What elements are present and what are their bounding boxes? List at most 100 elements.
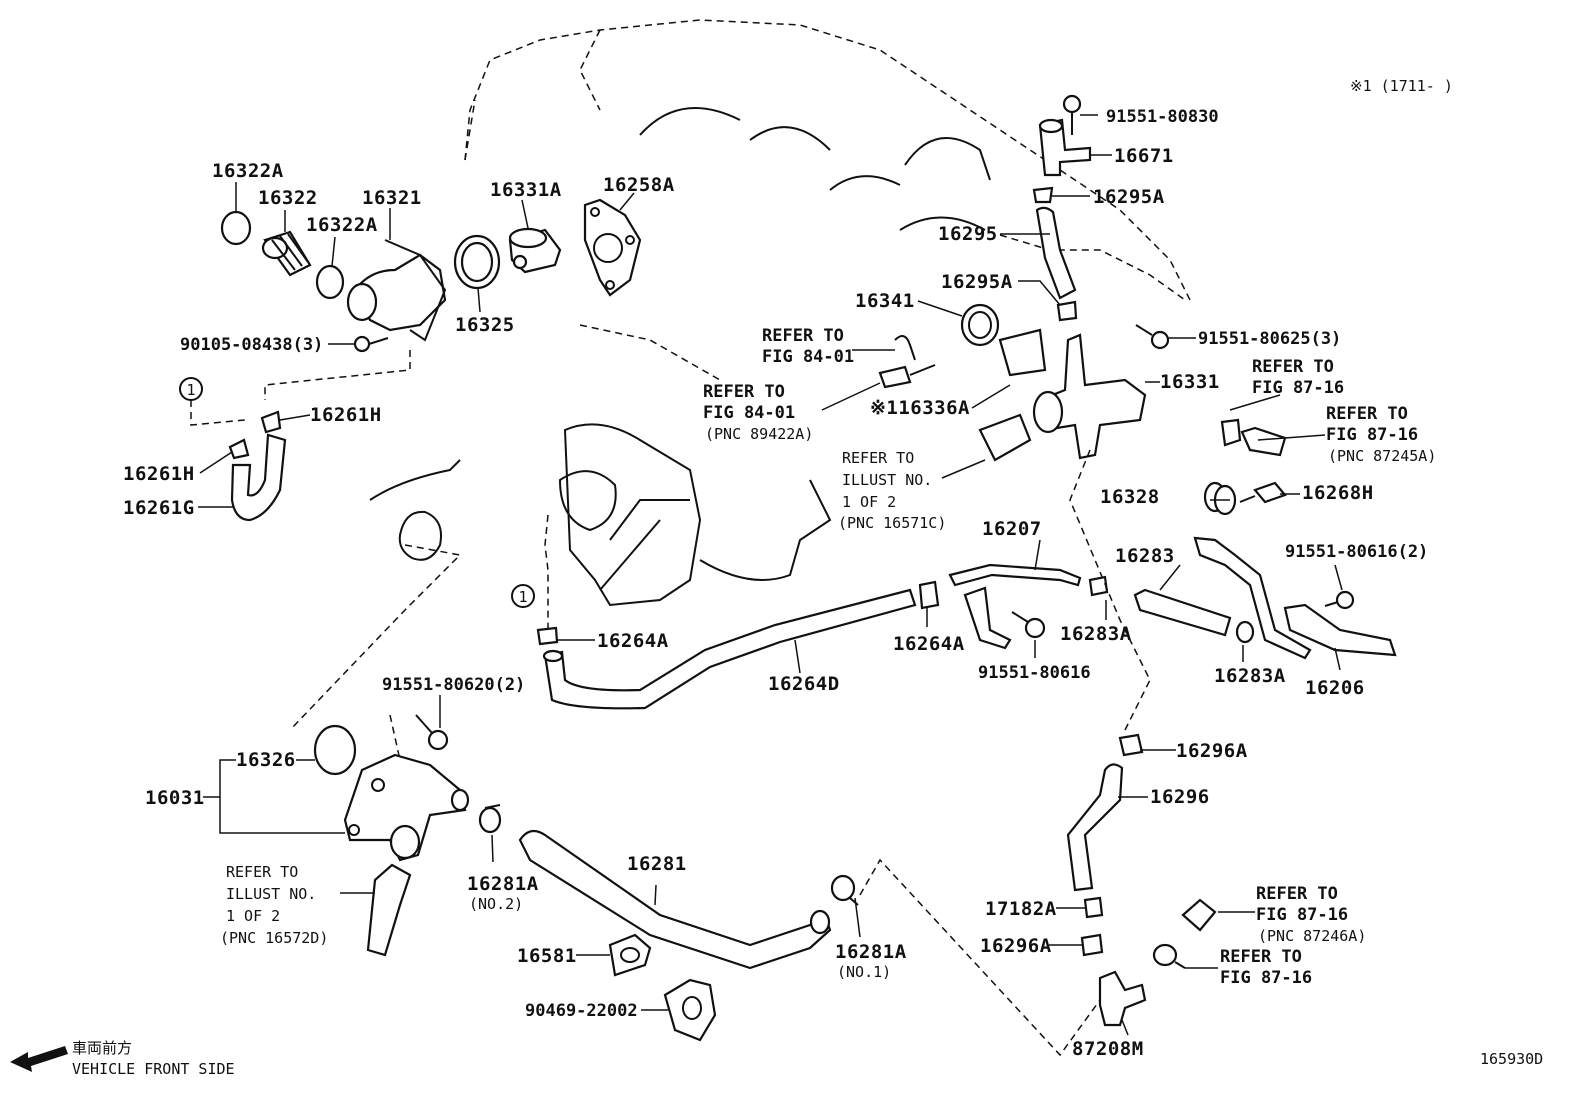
svg-text:(PNC 16572D): (PNC 16572D) <box>220 929 328 947</box>
label-16322: 16322 <box>258 187 318 209</box>
ref-fig-87-16-87246A: REFER TO FIG 87-16 (PNC 87246A) <box>1256 884 1366 945</box>
label-91551-80830: 91551-80830 <box>1106 107 1219 127</box>
clip-16281A-b <box>830 874 859 906</box>
label-16326: 16326 <box>236 749 296 771</box>
bracket-16206 <box>1283 603 1397 657</box>
clamp-refer <box>1220 418 1242 447</box>
label-16295A-b: 16295A <box>941 271 1013 293</box>
thermostat-group <box>220 198 642 353</box>
bracket-16207 <box>963 586 1012 650</box>
hose-16264D <box>543 588 917 710</box>
hose-16281-group <box>518 829 1101 1057</box>
label-87208M: 87208M <box>1072 1038 1144 1060</box>
label-16207: 16207 <box>982 518 1042 540</box>
label-16322A-b: 16322A <box>306 214 378 236</box>
inlet-housing-16031 <box>343 753 470 862</box>
label-16295: 16295 <box>938 223 998 245</box>
svg-text:(PNC 89422A): (PNC 89422A) <box>705 425 813 443</box>
label-16206: 16206 <box>1305 677 1365 699</box>
svg-text:FIG 87-16: FIG 87-16 <box>1220 968 1312 988</box>
hose-16261G-group: 1 <box>179 350 411 522</box>
connector-marker-b-label: 1 <box>518 588 527 606</box>
svg-text:REFER TO: REFER TO <box>1256 884 1338 904</box>
svg-text:REFER TO: REFER TO <box>226 863 298 881</box>
bolt-16268H <box>1239 481 1287 504</box>
clamp-16328 <box>1203 481 1237 516</box>
svg-text:FIG 87-16: FIG 87-16 <box>1252 378 1344 398</box>
label-16296A-a: 16296A <box>1176 740 1248 762</box>
label-91551-80616-2: 91551-80616(2) <box>1285 542 1428 562</box>
clip-16295A-a <box>1032 186 1054 204</box>
label-16328: 16328 <box>1100 486 1160 508</box>
label-16031: 16031 <box>145 787 205 809</box>
svg-text:(PNC 87245A): (PNC 87245A) <box>1328 447 1436 465</box>
svg-text:(PNC 87246A): (PNC 87246A) <box>1258 927 1366 945</box>
connector-marker-a-label: 1 <box>186 381 195 399</box>
label-91551-80620: 91551-80620(2) <box>382 675 525 695</box>
label-16581: 16581 <box>517 945 577 967</box>
svg-text:ILLUST NO.: ILLUST NO. <box>842 471 932 489</box>
label-16281: 16281 <box>627 853 687 875</box>
svg-text:REFER TO: REFER TO <box>762 326 844 346</box>
water-outlet-16331 <box>998 328 1147 460</box>
hose-16295 <box>1035 206 1077 300</box>
label-16261G: 16261G <box>123 497 195 519</box>
hose-16296 <box>1066 763 1124 892</box>
label-90469-22002: 90469-22002 <box>525 1001 638 1021</box>
clip-16295A-b <box>1056 300 1078 322</box>
ref-fig-84-01-b: REFER TO FIG 84-01 (PNC 89422A) <box>703 382 813 443</box>
o-ring-16322A-a <box>220 210 252 246</box>
gasket-16258A <box>583 198 642 297</box>
pipe-16322 <box>261 230 312 277</box>
hose-16264D-group: 1 <box>511 514 940 710</box>
label-16264A-a: 16264A <box>597 630 669 652</box>
svg-text:1 OF 2: 1 OF 2 <box>842 493 896 511</box>
label-16261H-a: 16261H <box>310 404 382 426</box>
label-16295A-a: 16295A <box>1093 186 1165 208</box>
clamp-90469 <box>663 978 717 1042</box>
water-inlet-group <box>313 714 502 957</box>
hose-stub-right <box>978 413 1032 462</box>
pipe-16671 <box>1038 118 1092 177</box>
clip-16264A-a <box>536 626 559 646</box>
water-inlet-16321 <box>346 239 447 342</box>
label-16341: 16341 <box>855 290 915 312</box>
hose-stub-left <box>366 863 412 957</box>
ref-illust-16572D: REFER TO ILLUST NO. 1 OF 2 (PNC 16572D) <box>220 863 328 947</box>
joint-87208M <box>1098 970 1147 1027</box>
leader-lines <box>198 114 1343 1036</box>
clip-16283A-a <box>1088 575 1109 597</box>
hose-16296-group <box>1066 449 1217 1027</box>
svg-text:REFER TO: REFER TO <box>842 449 914 467</box>
label-16671: 16671 <box>1114 145 1174 167</box>
bypass-group <box>878 94 1287 516</box>
bolt-91551-80830 <box>1062 94 1082 135</box>
svg-text:REFER TO: REFER TO <box>703 382 785 402</box>
clip-refer-b <box>1152 943 1186 969</box>
svg-text:FIG 87-16: FIG 87-16 <box>1256 905 1348 925</box>
label-16281A-b-note: (NO.1) <box>837 963 891 981</box>
label-16321: 16321 <box>362 187 422 209</box>
arrow-left-icon <box>10 1046 68 1072</box>
header-note: ※1 (1711- ) <box>1350 77 1453 95</box>
pipe-group-right <box>948 536 1397 660</box>
label-16283: 16283 <box>1115 545 1175 567</box>
o-ring-16322A-b <box>315 264 345 300</box>
label-16331: 16331 <box>1160 371 1220 393</box>
label-16264D: 16264D <box>768 673 840 695</box>
svg-text:1 OF 2: 1 OF 2 <box>226 907 280 925</box>
vehicle-front-indicator: 車両前方 VEHICLE FRONT SIDE <box>10 1039 235 1078</box>
sleeve-17182A <box>1083 896 1104 919</box>
connector-marker-b <box>511 584 535 608</box>
svg-text:FIG 84-01: FIG 84-01 <box>762 347 854 367</box>
sensor-16336A <box>878 364 936 389</box>
wire-refer <box>894 335 916 361</box>
svg-text:FIG 84-01: FIG 84-01 <box>703 403 795 423</box>
label-16281A-a: 16281A <box>467 873 539 895</box>
svg-text:FIG 87-16: FIG 87-16 <box>1326 425 1418 445</box>
svg-text:REFER TO: REFER TO <box>1252 357 1334 377</box>
reference-notes: REFER TO FIG 84-01 REFER TO FIG 84-01 (P… <box>220 326 1436 988</box>
bolt-90105 <box>353 335 389 353</box>
bolt-91551-80616-2 <box>1324 590 1355 610</box>
